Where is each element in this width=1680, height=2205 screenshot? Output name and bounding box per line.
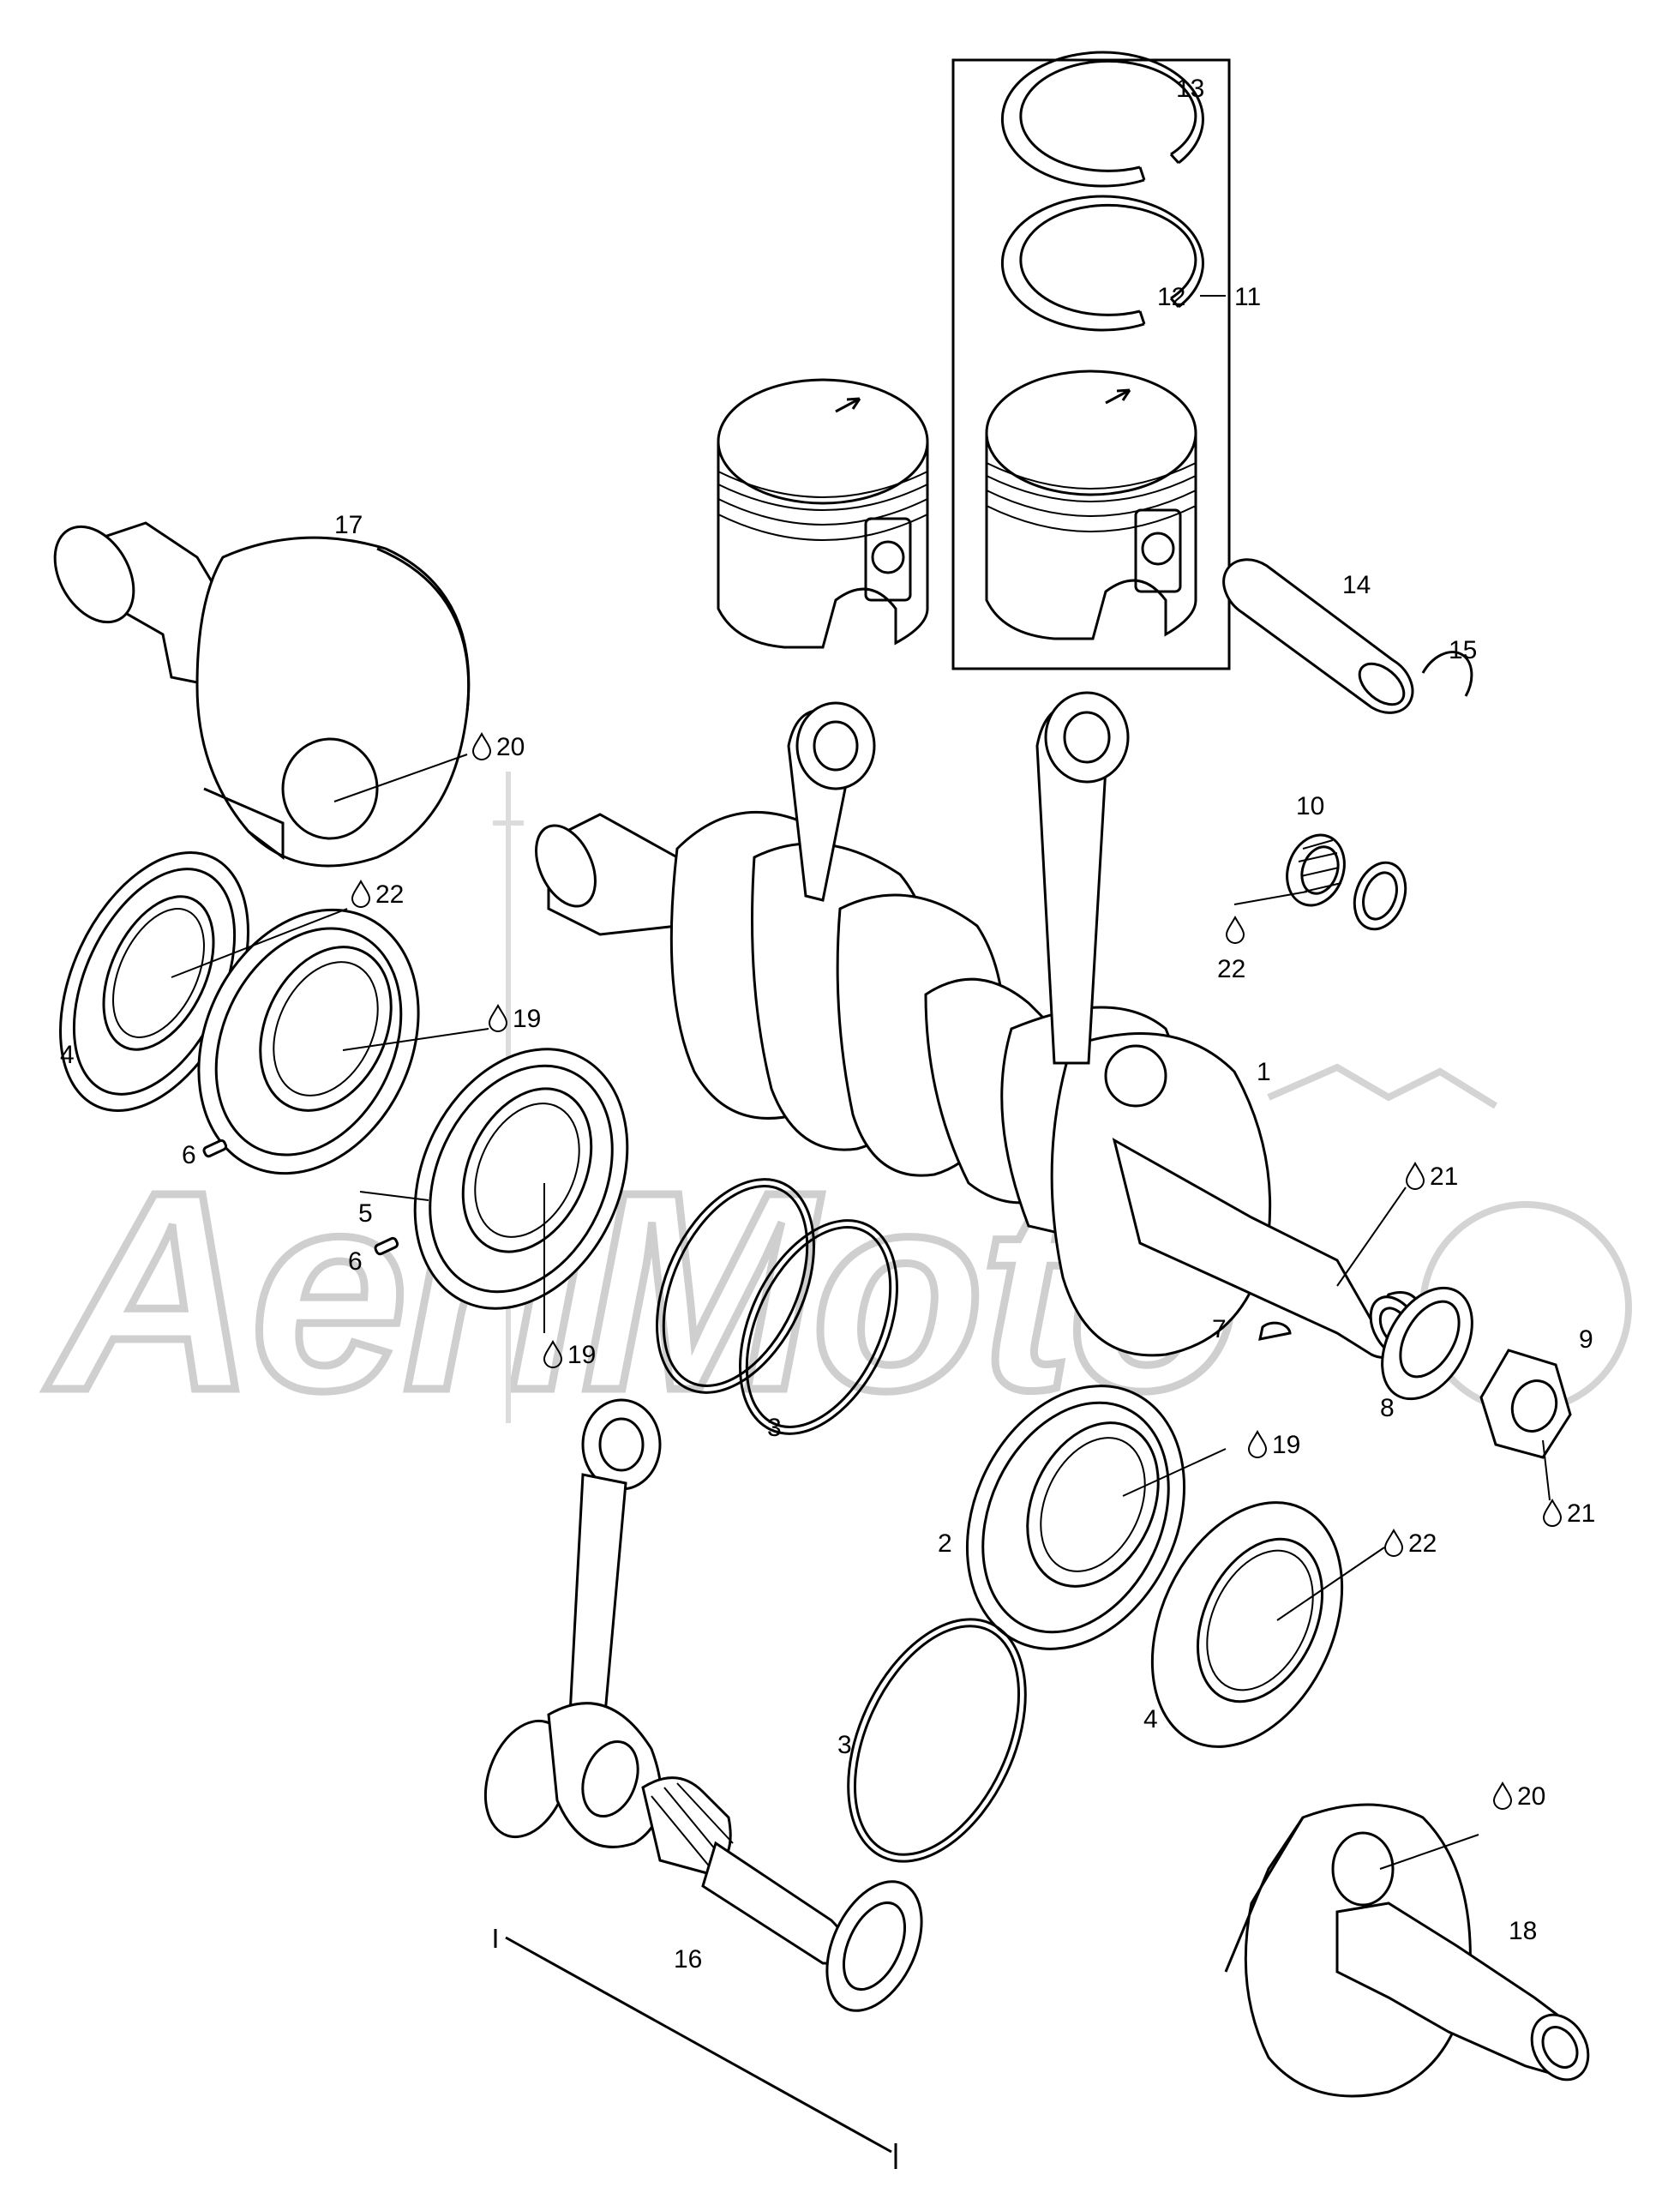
- o-rings-upper: [656, 1178, 898, 1435]
- main-bearing-right: [965, 1385, 1186, 1650]
- oil-drop-icon: [489, 1005, 507, 1032]
- callout-3: 3: [767, 1414, 782, 1442]
- piston-ring-12: [1000, 195, 1204, 332]
- callout-3: 3: [837, 1731, 852, 1759]
- o-ring-lower: [847, 1618, 1027, 1863]
- callout-13: 13: [1176, 75, 1204, 103]
- piston-kit-piston: [985, 370, 1197, 640]
- callout-12: 12: [1157, 283, 1185, 311]
- oil-drop-icon: [472, 733, 491, 760]
- callout-8: 8: [1380, 1394, 1395, 1422]
- bearing-second: [413, 1048, 629, 1310]
- oil-callout-labels: 19 19 19 20 20 21 21 22 22 22: [375, 733, 1595, 1811]
- bearing-left: [197, 908, 420, 1175]
- callout-22: 22: [375, 880, 404, 909]
- circlip: [1421, 651, 1473, 697]
- callout-17: 17: [334, 511, 363, 539]
- dowel-pins: [202, 1139, 399, 1256]
- callout-22: 22: [1217, 955, 1245, 983]
- callout-19: 19: [567, 1341, 596, 1369]
- connecting-rod-kit: [483, 1398, 923, 2169]
- callout-21: 21: [1430, 1163, 1458, 1191]
- callout-2: 2: [938, 1529, 952, 1558]
- oil-drop-icon: [1493, 1782, 1512, 1810]
- callout-11: 11: [1234, 283, 1261, 311]
- small-end-bearing: [1286, 833, 1407, 931]
- callout-19: 19: [1272, 1431, 1300, 1459]
- piston-pin: [1222, 558, 1414, 714]
- oil-drop-icon: [351, 880, 370, 908]
- callout-10: 10: [1296, 792, 1324, 820]
- callout-4: 4: [1143, 1705, 1158, 1733]
- callout-4: 4: [60, 1041, 75, 1069]
- callout-6: 6: [182, 1141, 196, 1169]
- oil-drop-icon: [1406, 1163, 1425, 1190]
- callout-18: 18: [1509, 1917, 1537, 1945]
- woodruff-key: [1258, 1321, 1292, 1341]
- callouts: 1 2 3 3 4 4 5 6 6 7 8 9 10 11 12 13 14 1…: [60, 75, 1593, 1974]
- crankshaft-assembly: [535, 691, 1425, 1359]
- callout-22: 22: [1408, 1529, 1437, 1558]
- crank-half-left: [53, 521, 471, 868]
- callout-21: 21: [1567, 1499, 1595, 1528]
- callout-20: 20: [1517, 1782, 1545, 1811]
- callout-15: 15: [1449, 636, 1477, 664]
- callout-5: 5: [358, 1199, 373, 1228]
- callout-14: 14: [1342, 571, 1371, 599]
- oil-drop-icon: [1384, 1529, 1403, 1557]
- oil-drop-icon: [1226, 916, 1245, 944]
- oil-seal-right: [1150, 1501, 1344, 1748]
- callout-6: 6: [348, 1247, 363, 1276]
- piston: [717, 378, 929, 649]
- piston-ring-13: [1000, 51, 1204, 188]
- callout-7: 7: [1212, 1315, 1227, 1343]
- callout-9: 9: [1579, 1325, 1593, 1354]
- oil-drop-icon: [1248, 1431, 1267, 1458]
- piston-kit-box: [951, 51, 1231, 670]
- callout-19: 19: [513, 1005, 541, 1033]
- callout-16: 16: [674, 1945, 702, 1974]
- crank-nut: [1479, 1349, 1572, 1459]
- callout-20: 20: [496, 733, 525, 761]
- oil-drop-icon: [1543, 1499, 1562, 1527]
- crank-half-right: [1224, 1803, 1590, 2098]
- lock-washer: [1381, 1286, 1473, 1401]
- leader-lines: [171, 295, 1551, 1870]
- callout-1: 1: [1257, 1058, 1271, 1086]
